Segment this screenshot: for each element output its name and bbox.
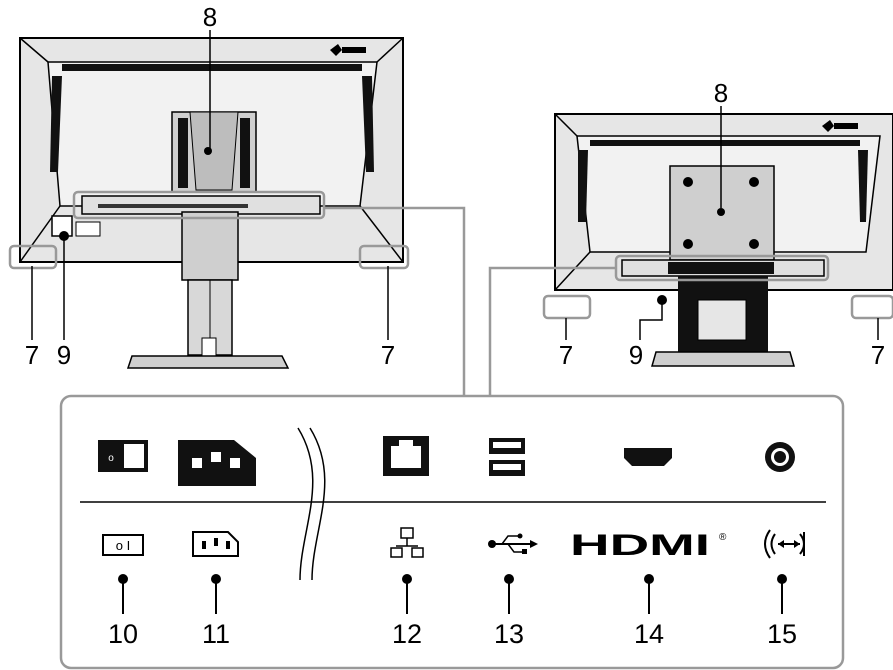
ac-inlet-icon xyxy=(192,531,239,557)
callout-right-stand: 8 xyxy=(714,78,728,108)
lan-port xyxy=(383,436,429,476)
right-stand-dot xyxy=(717,208,725,216)
left-stand-base xyxy=(126,355,290,369)
left-zoom-line xyxy=(324,206,466,396)
callout-left-foot-right: 7 xyxy=(381,340,395,370)
left-stand-column xyxy=(181,211,239,281)
right-foot-highlight-right xyxy=(850,294,893,320)
power-switch-port: o xyxy=(98,440,148,472)
lan-network-icon xyxy=(390,527,424,558)
right-logo xyxy=(822,120,858,132)
right-monitor xyxy=(542,106,893,367)
port-number-13: 13 xyxy=(494,619,524,649)
audio-port xyxy=(765,442,795,472)
usb-ports xyxy=(489,438,525,476)
callout-left-stand: 8 xyxy=(203,2,217,32)
left-foot-highlight-left xyxy=(8,244,58,270)
left-strip-highlight xyxy=(72,190,326,220)
right-stand-base xyxy=(651,351,795,367)
left-foot-highlight-right xyxy=(358,244,410,270)
hdmi-icon: HDMI ® xyxy=(570,529,727,562)
audio-out-icon xyxy=(764,529,805,559)
callout-left-lock: 9 xyxy=(57,340,71,370)
port-number-10: 10 xyxy=(108,619,138,649)
callout-right-foot-left: 7 xyxy=(559,340,573,370)
hdmi-logo-text: HDMI xyxy=(570,529,710,562)
port-number-15: 15 xyxy=(767,619,797,649)
port-leaders: 10 11 12 13 14 15 xyxy=(108,574,797,649)
callout-left-foot-left: 7 xyxy=(25,340,39,370)
left-top-vent xyxy=(62,64,362,71)
right-zoom-line xyxy=(488,266,616,396)
left-stand-dot xyxy=(204,147,212,155)
switch-glyph: o I xyxy=(116,538,130,553)
left-logo xyxy=(330,44,366,56)
left-side-vent-left xyxy=(50,76,62,172)
hdmi-port xyxy=(624,448,672,466)
right-top-vent xyxy=(590,140,860,146)
port-number-14: 14 xyxy=(634,619,664,649)
left-side-vent-right xyxy=(362,76,374,172)
ac-inlet-port xyxy=(178,440,256,486)
hdmi-registered-mark: ® xyxy=(719,532,727,543)
power-switch-icon: o I xyxy=(102,534,144,556)
right-foot-highlight-left xyxy=(542,294,592,320)
panel-break-mark xyxy=(297,427,326,581)
svg-text:o: o xyxy=(108,453,114,464)
port-number-12: 12 xyxy=(392,619,422,649)
callout-right-lock: 9 xyxy=(629,340,643,370)
left-monitor xyxy=(8,30,410,369)
callout-right-foot-right: 7 xyxy=(871,340,885,370)
port-number-11: 11 xyxy=(202,619,230,649)
usb-icon xyxy=(488,533,538,554)
